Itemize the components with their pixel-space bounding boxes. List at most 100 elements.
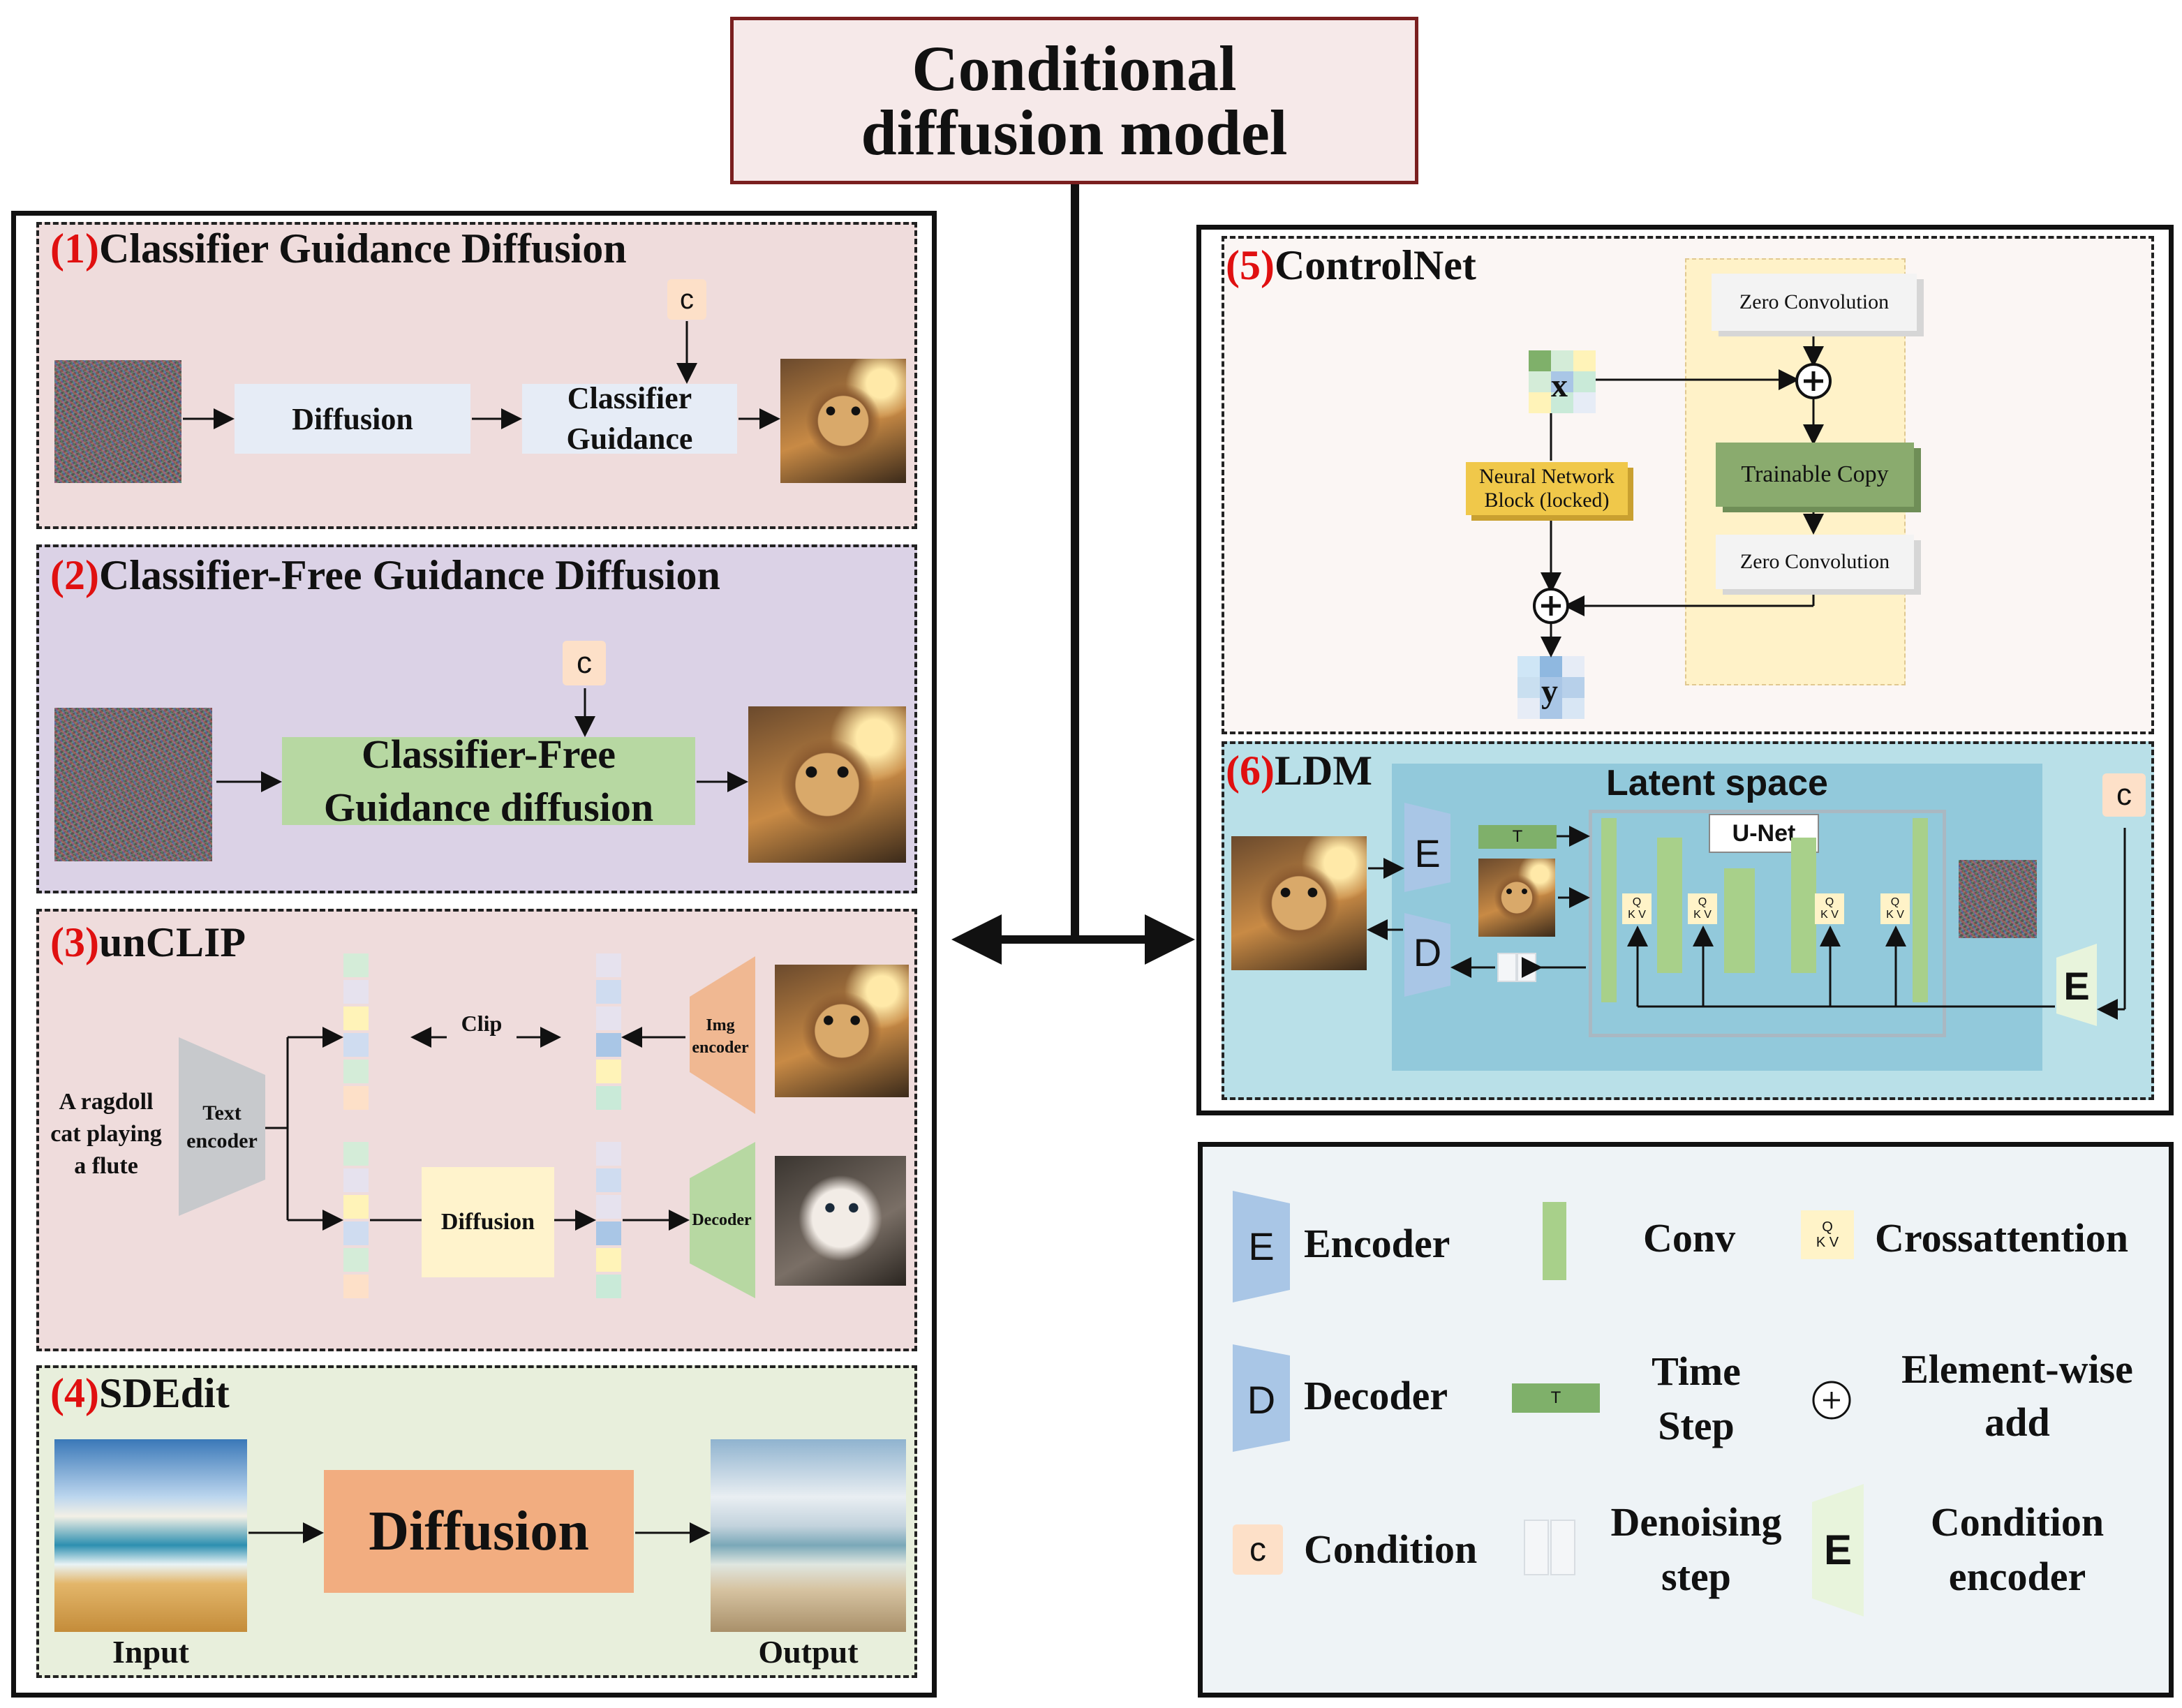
panel5-title: (5)ControlNet (1226, 242, 1476, 290)
panel5-label: ControlNet (1274, 242, 1476, 288)
ldm-encoder-icon: E (1414, 831, 1441, 875)
qkv-q: Q (1698, 896, 1707, 908)
panel3-img-encoder-line-2: encoder (692, 1039, 749, 1057)
panel4-input-image (54, 1439, 247, 1632)
legend-denoise-line-2: step (1661, 1554, 1731, 1599)
qkv-k: K (1628, 909, 1635, 921)
legend-k: K (1816, 1235, 1826, 1250)
legend-q: Q (1822, 1219, 1833, 1235)
qkv-v: V (1831, 909, 1839, 921)
panel1-classifier-line-2: Guidance (566, 422, 693, 456)
panel3-prompt-line-3: a flute (74, 1153, 138, 1179)
legend-cond-enc-icon: E (1823, 1526, 1853, 1573)
legend-time-label: Time Step (1612, 1343, 1780, 1455)
panel1-noise-image (54, 360, 181, 483)
controlnet-zero-conv-top: Zero Convolution (1712, 274, 1917, 331)
panel6-number: (6) (1226, 748, 1275, 794)
panel-classifier-guidance (36, 222, 917, 529)
qkv-kv: K V (1693, 909, 1712, 921)
panel2-label: Classifier-Free Guidance Diffusion (98, 552, 720, 598)
panel3-img-encoder-label: Img encoder (685, 1012, 755, 1061)
legend-time-icon: T (1550, 1388, 1561, 1407)
panel3-text-encoder-label: Text encoder (179, 1096, 265, 1159)
legend-denoise-line-1: Denoising (1610, 1499, 1782, 1545)
legend-denoise-label: Denoising step (1591, 1494, 1801, 1605)
ldm-input-cat-image (1231, 836, 1367, 970)
panel5-number: (5) (1226, 242, 1275, 288)
controlnet-y-label: y (1541, 672, 1558, 710)
ldm-qkv-chip-2: Q K V (1688, 893, 1717, 924)
ldm-condition-icon: c (2102, 773, 2146, 817)
controlnet-x-label: x (1551, 366, 1568, 404)
legend-condition-label: Condition (1304, 1527, 1478, 1572)
panel2-number: (2) (50, 552, 99, 598)
legend-time-line-1: Time (1652, 1349, 1741, 1394)
panel3-clip-label: Clip (461, 1010, 503, 1036)
title-line-1: Conditional (912, 33, 1237, 104)
left-container (11, 211, 937, 1698)
panel2-box-line-2: Guidance diffusion (323, 785, 654, 830)
right-container (1196, 225, 2174, 1115)
panel2-title: (2)Classifier-Free Guidance Diffusion (50, 551, 720, 600)
panel2-condition-icon: c (563, 641, 606, 685)
legend-decoder-icon: D (1247, 1377, 1276, 1422)
panel2-noise-image (54, 708, 212, 861)
ldm-small-cat-image (1478, 859, 1555, 937)
panel4-number: (4) (50, 1370, 99, 1416)
panel4-diffusion-box: Diffusion (324, 1470, 634, 1593)
panel3-cat-image (775, 965, 909, 1097)
title-line-2: diffusion model (861, 97, 1288, 168)
ldm-decoder-icon: D (1413, 930, 1442, 974)
panel1-diffusion-box: Diffusion (235, 384, 470, 454)
panel3-title: (3)unCLIP (50, 919, 246, 967)
panel3-diffusion-box: Diffusion (422, 1167, 554, 1277)
panel2-cfg-box: Classifier-Free Guidance diffusion (282, 732, 695, 830)
panel1-label: Classifier Guidance Diffusion (98, 225, 627, 272)
main-title: Conditional diffusion model (730, 17, 1418, 184)
qkv-q: Q (1632, 896, 1642, 908)
panel3-label: unCLIP (98, 919, 246, 965)
panel1-classifier-box: Classifier Guidance (522, 381, 737, 456)
panel3-prompt-line-2: cat playing (50, 1121, 162, 1147)
legend-crossattention-label: Crossattention (1875, 1215, 2129, 1261)
qkv-k: K (1886, 909, 1894, 921)
legend-v: V (1829, 1235, 1839, 1250)
panel3-text-encoder-line-2: encoder (186, 1129, 258, 1152)
ldm-time-step: T (1478, 825, 1557, 849)
legend-add-label: Element-wise add (1871, 1340, 2164, 1452)
legend-cond-enc-line-2: encoder (1948, 1554, 2086, 1599)
controlnet-nn-block-line-1: Neural Network (1478, 465, 1615, 488)
panel1-cat-image (780, 359, 906, 483)
panel1-number: (1) (50, 225, 99, 272)
panel3-text-prompt: A ragdoll cat playing a flute (36, 1082, 176, 1187)
qkv-v: V (1704, 909, 1712, 921)
ldm-latent-space-label: Latent space (1606, 763, 1828, 803)
controlnet-trainable-copy: Trainable Copy (1716, 443, 1914, 507)
ldm-qkv-chip-4: Q K V (1880, 893, 1910, 924)
ldm-unet-region (1589, 810, 1946, 1037)
panel3-decoder-label: Decoder (692, 1210, 752, 1229)
ldm-qkv-chip-3: Q K V (1815, 893, 1844, 924)
qkv-v: V (1638, 909, 1646, 921)
qkv-kv: K V (1628, 909, 1646, 921)
legend-decoder-label: Decoder (1304, 1373, 1448, 1418)
panel1-title: (1)Classifier Guidance Diffusion (50, 225, 627, 273)
panel4-label: SDEdit (98, 1370, 230, 1416)
panel1-condition-icon: c (667, 279, 706, 320)
legend-encoder-icon: E (1248, 1224, 1275, 1268)
panel3-number: (3) (50, 919, 99, 965)
legend-encoder-label: Encoder (1304, 1221, 1450, 1266)
panel4-title: (4)SDEdit (50, 1369, 230, 1418)
legend-condition-icon: c (1233, 1524, 1283, 1575)
legend-kv: K V (1816, 1235, 1839, 1250)
controlnet-zero-conv-bottom: Zero Convolution (1716, 535, 1914, 589)
panel3-white-cat-image (775, 1156, 906, 1286)
panel1-classifier-line-1: Classifier (567, 381, 692, 415)
